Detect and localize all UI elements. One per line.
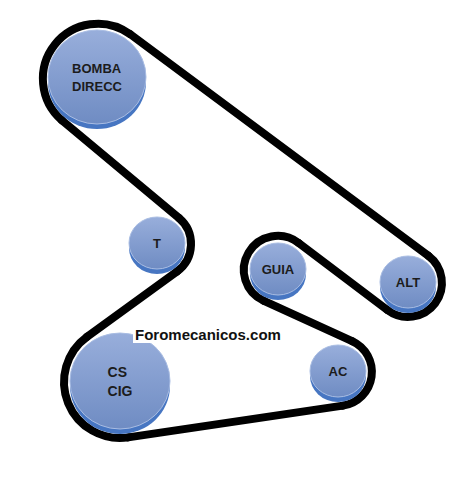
pulley: BOMBA DIRECC (47, 28, 147, 128)
pulley: AC (309, 343, 367, 401)
pulley-disc (47, 28, 147, 128)
pulley: T (128, 215, 186, 273)
pulley: CS CIG (69, 331, 171, 433)
watermark: Foromecanicos.com (133, 326, 283, 343)
belt-segment (299, 243, 388, 310)
pulley-label: AC (329, 363, 348, 381)
pulley-label: T (153, 235, 161, 253)
pulley: ALT (379, 254, 437, 312)
belt-segment (62, 120, 179, 218)
pulley-disc (69, 331, 171, 433)
pulley-label: BOMBA DIRECC (72, 60, 122, 95)
pulley: GUIA (249, 241, 307, 299)
pulley-label: CS CIG (108, 363, 133, 401)
pulley-label: ALT (396, 274, 420, 292)
pulley-label: GUIA (262, 261, 295, 279)
